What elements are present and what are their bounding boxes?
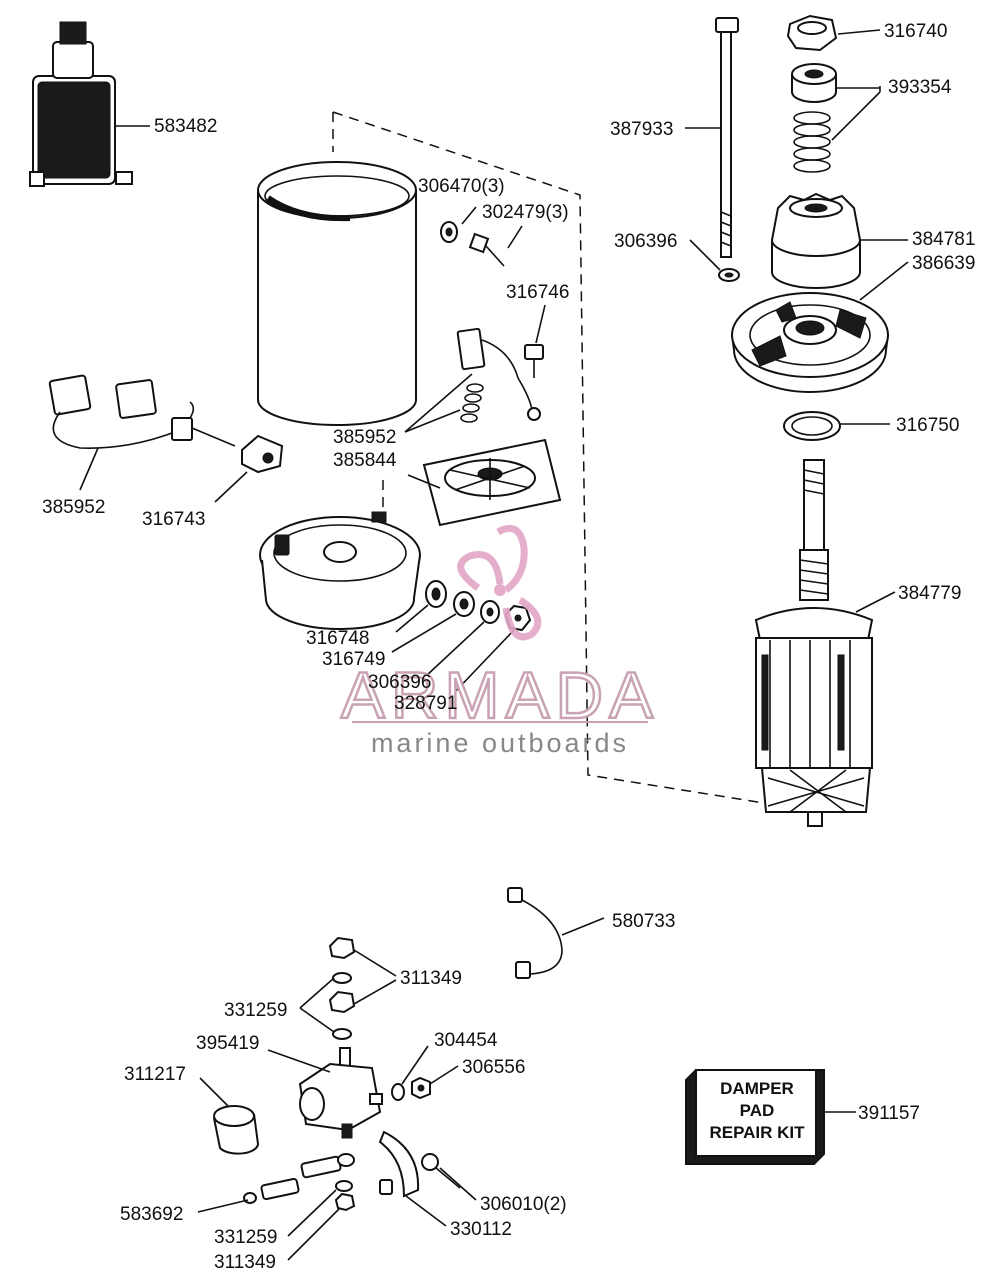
callout-316748: 316748 xyxy=(306,628,369,649)
callout-386639: 386639 xyxy=(912,253,975,274)
part-frame-housing xyxy=(257,161,417,426)
callout-316749: 316749 xyxy=(322,649,385,670)
callout-328791: 328791 xyxy=(394,693,457,714)
watermark-logo xyxy=(457,525,542,641)
callout-384779: 384779 xyxy=(898,583,961,604)
part-nut-311349-mid xyxy=(328,990,356,1014)
part-lockwasher-331259-top xyxy=(332,972,352,984)
part-lockwasher-331259-bottom xyxy=(335,1180,353,1192)
callout-316743: 316743 xyxy=(142,509,205,530)
callout-393354: 393354 xyxy=(888,77,952,98)
propeller-logo-icon xyxy=(457,525,542,641)
part-nut-316740 xyxy=(786,14,838,52)
part-spring-393354 xyxy=(793,111,831,173)
callout-304454: 304454 xyxy=(434,1030,498,1051)
part-stop-collar-393354 xyxy=(791,63,837,103)
part-nut-311349-bottom xyxy=(334,1192,356,1212)
callout-385952-bottom: 385952 xyxy=(42,497,105,518)
callout-391157: 391157 xyxy=(858,1103,920,1124)
part-solenoid-583482 xyxy=(29,21,133,187)
part-solenoid-395419 xyxy=(298,1047,383,1139)
callout-385952-top: 385952 xyxy=(333,427,396,448)
part-washer-316749 xyxy=(453,591,475,617)
part-commutator-end-cap xyxy=(259,511,421,631)
part-brush-holder xyxy=(422,438,562,527)
callout-316750: 316750 xyxy=(896,415,959,436)
callout-316746: 316746 xyxy=(506,282,569,303)
callout-385844: 385844 xyxy=(333,450,397,471)
part-plunger-583692 xyxy=(243,1153,355,1204)
part-lockwasher-331259-mid xyxy=(332,1028,352,1040)
part-lockwasher-306396 xyxy=(480,600,500,624)
callout-302479: 302479(3) xyxy=(482,202,569,223)
part-washer-316748 xyxy=(425,580,447,608)
callout-306396-left: 306396 xyxy=(368,672,431,693)
part-brush-springs xyxy=(460,383,484,423)
callout-331259-bottom: 331259 xyxy=(214,1227,277,1248)
callout-311217: 311217 xyxy=(124,1064,186,1085)
callout-384781: 384781 xyxy=(912,229,975,250)
part-thrust-washer-316750 xyxy=(783,411,841,441)
part-screw-302479 xyxy=(468,232,505,267)
part-field-brushes-385952 xyxy=(48,374,236,449)
callout-330112: 330112 xyxy=(450,1219,512,1240)
part-screw-306010 xyxy=(421,1153,461,1189)
kit-box-line3: REPAIR KIT xyxy=(709,1123,805,1142)
callout-306556: 306556 xyxy=(462,1057,525,1078)
part-lockwasher-306396-right xyxy=(718,268,740,282)
callout-331259-top: 331259 xyxy=(224,1000,287,1021)
callout-306396-right: 306396 xyxy=(614,231,677,252)
part-nut-306556 xyxy=(411,1076,431,1100)
part-drive-end-cap-386639 xyxy=(731,292,889,393)
callout-311349-top: 311349 xyxy=(400,968,462,989)
part-screw-316746 xyxy=(524,344,544,378)
damper-pad-repair-kit-box: DAMPER PAD REPAIR KIT xyxy=(685,1069,825,1165)
callout-306010: 306010(2) xyxy=(480,1194,567,1215)
callout-395419: 395419 xyxy=(196,1033,259,1054)
assembly-outline-dashed xyxy=(332,111,809,811)
callout-387933: 387933 xyxy=(610,119,673,140)
part-armature-384779 xyxy=(754,459,874,827)
part-nut-311349-top xyxy=(328,936,356,960)
callout-306470: 306470(3) xyxy=(418,176,505,197)
part-pinion-drive-384781 xyxy=(770,192,862,289)
part-through-bolt-387933 xyxy=(715,17,739,258)
callout-580733: 580733 xyxy=(612,911,675,932)
kit-box-line1: DAMPER xyxy=(720,1079,794,1098)
callout-583482: 583482 xyxy=(154,116,217,137)
callout-311349-bottom: 311349 xyxy=(214,1252,276,1273)
watermark-brand: ARMADA xyxy=(341,658,659,732)
part-bracket-330112 xyxy=(378,1130,420,1198)
part-washer-304454 xyxy=(391,1083,405,1101)
part-washer-306470 xyxy=(440,221,458,243)
callout-316740: 316740 xyxy=(884,21,947,42)
part-brush-with-lead xyxy=(456,327,541,421)
part-terminal-bracket-316743 xyxy=(241,434,284,474)
kit-box-line2: PAD xyxy=(740,1101,775,1120)
part-sleeve-311217 xyxy=(213,1105,260,1155)
watermark-tagline: marine outboards xyxy=(371,728,629,758)
callout-583692: 583692 xyxy=(120,1204,183,1225)
part-cable-580733 xyxy=(507,887,563,979)
